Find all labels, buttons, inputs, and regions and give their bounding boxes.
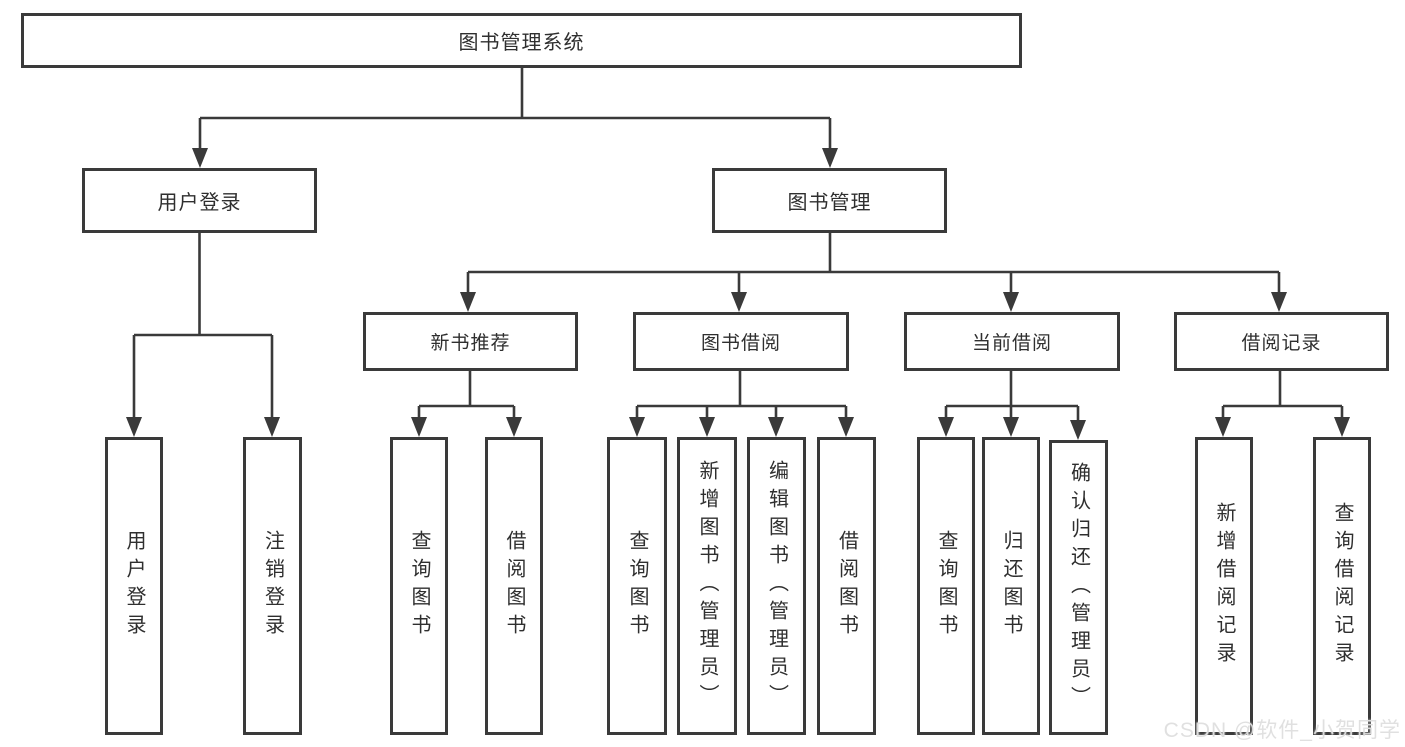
node-book-borrow: 图书借阅 [633,312,849,371]
node-book-management-label: 图书管理 [787,192,872,214]
node-user-login-label: 用户登录 [157,192,242,214]
connector-new-book-recommend [417,371,516,421]
leaf-add-borrow-record: 新增借阅记录 [1195,437,1253,735]
node-borrow-records: 借阅记录 [1174,312,1389,371]
connector-current-borrow [944,371,1080,424]
connector-root [198,68,832,152]
leaf-borrow-books: 借阅图书 [817,437,876,735]
leaf-recommend-query-books: 查询图书 [390,437,448,735]
node-root-label: 图书管理系统 [458,32,585,54]
leaf-current-query-books: 查询图书 [917,437,975,735]
leaf-return-books-label: 归还图书 [1000,530,1022,642]
leaf-recommend-query-books-label: 查询图书 [408,530,430,642]
leaf-current-query-books-label: 查询图书 [935,530,957,642]
leaf-add-books-admin-label: 新增图书（管理员） [696,460,718,712]
leaf-add-borrow-record-label: 新增借阅记录 [1213,502,1235,670]
leaf-logout-login-label: 注销登录 [261,530,284,642]
node-book-borrow-label: 图书借阅 [700,333,781,354]
leaf-confirm-return-admin-label: 确认归还（管理员） [1067,461,1090,714]
connector-user-login [132,233,274,421]
leaf-query-borrow-record-label: 查询借阅记录 [1331,502,1353,670]
node-user-login: 用户登录 [82,168,317,233]
node-new-book-recommend: 新书推荐 [363,312,578,371]
leaf-edit-books-admin-label: 编辑图书（管理员） [765,460,788,712]
node-borrow-records-label: 借阅记录 [1241,333,1322,354]
csdn-watermark: CSDN @软件_小贺同学 [1163,719,1401,742]
node-current-borrow: 当前借阅 [904,312,1120,371]
leaf-logout-login: 注销登录 [243,437,302,735]
leaf-query-borrow-record: 查询借阅记录 [1313,437,1371,735]
node-current-borrow-label: 当前借阅 [971,333,1052,354]
node-new-book-recommend-label: 新书推荐 [430,333,511,354]
leaf-user-login: 用户登录 [105,437,163,735]
leaf-recommend-borrow-books-label: 借阅图书 [503,530,525,642]
node-book-management: 图书管理 [712,168,947,233]
leaf-edit-books-admin: 编辑图书（管理员） [747,437,806,735]
leaf-borrow-query-books: 查询图书 [607,437,667,735]
node-root: 图书管理系统 [21,13,1022,68]
leaf-recommend-borrow-books: 借阅图书 [485,437,543,735]
leaf-borrow-books-label: 借阅图书 [835,530,858,642]
leaf-confirm-return-admin: 确认归还（管理员） [1049,440,1108,735]
leaf-borrow-query-books-label: 查询图书 [626,530,648,642]
leaf-add-books-admin: 新增图书（管理员） [677,437,737,735]
connector-book-borrow [635,371,848,421]
connector-book-management [466,233,1281,296]
connector-borrow-records [1221,371,1344,421]
leaf-user-login-label: 用户登录 [123,530,145,642]
leaf-return-books: 归还图书 [982,437,1040,735]
